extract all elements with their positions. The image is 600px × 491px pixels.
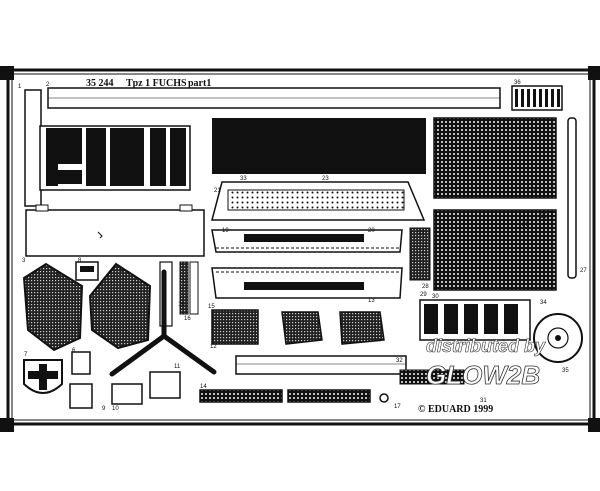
part-number: 20 <box>368 228 375 234</box>
part-number: 17 <box>394 404 401 410</box>
small-strip-parts <box>379 369 465 403</box>
part-number: 11 <box>174 364 181 370</box>
upper-mesh-part <box>433 117 557 291</box>
copyright-text: © EDUARD 1999 <box>418 404 493 415</box>
part-number: 4 <box>56 272 60 278</box>
side-plate-part <box>25 204 205 257</box>
part-number: 15 <box>208 304 215 310</box>
tripod-part <box>109 269 217 377</box>
sheet-code: 35 244 <box>86 78 114 89</box>
part-number: 27 <box>580 268 587 274</box>
hex-mesh-left-part <box>22 262 84 352</box>
part-number: 6 <box>72 348 76 354</box>
small-grille-part <box>409 227 431 281</box>
part-number: 2 <box>46 82 50 88</box>
part-number: 21 <box>214 188 221 194</box>
vertical-rod-part <box>567 117 577 279</box>
part-number: 1 <box>18 84 22 90</box>
part-number: 8 <box>78 258 82 264</box>
part-number: 30 <box>432 294 439 300</box>
tread-strip-left-part <box>199 389 283 403</box>
part-number: 25 <box>540 214 547 220</box>
part-number: 12 <box>210 344 217 350</box>
mudguard-strip-part <box>235 355 407 375</box>
watermark-text: distributed by <box>426 336 546 356</box>
part-number: 10 <box>112 406 119 412</box>
part-number: 22 <box>418 230 425 236</box>
part-number: 35 <box>562 368 569 374</box>
distributor-watermark: distributed by GLOW2B <box>426 336 547 391</box>
part-number: 7 <box>24 352 28 358</box>
part-number: 34 <box>540 300 547 306</box>
mesh-panel-2-part <box>281 311 323 345</box>
part-number: 29 <box>420 292 427 298</box>
watermark-logo: GLOW2B <box>426 360 540 390</box>
brace-upper-part <box>211 229 403 253</box>
engine-grille-part <box>212 118 426 174</box>
part-number: 28 <box>422 284 429 290</box>
disc-part <box>533 313 583 363</box>
trapezoid-panel-part <box>211 181 426 221</box>
comb-part <box>419 299 531 341</box>
part-number: 16 <box>184 316 191 322</box>
top-strip-part <box>24 87 501 207</box>
part-number: 33 <box>240 176 247 182</box>
part-number: 24 <box>530 188 537 194</box>
part-number: 3 <box>22 258 26 264</box>
sheet-title: Tpz 1 FUCHS <box>126 78 187 89</box>
part-number: 36 <box>514 80 521 86</box>
mesh-panel-1-part <box>211 309 259 345</box>
part-number: 26 <box>522 222 529 228</box>
hex-mesh-right-part <box>88 262 152 350</box>
part-number: 32 <box>396 358 403 364</box>
tread-strip-right-part <box>287 389 371 403</box>
part-number: 31 <box>480 398 487 404</box>
sheet-frame <box>0 66 600 432</box>
ladder-part <box>511 85 563 111</box>
part-number: 19 <box>222 228 229 234</box>
part-number: 23 <box>322 176 329 182</box>
part-number: 5 <box>120 268 124 274</box>
small-box-parts <box>69 351 181 409</box>
brace-lower-part <box>211 267 403 299</box>
part-number: 14 <box>200 384 207 390</box>
hatch-frame-part <box>39 125 191 191</box>
part-number-labels: 1 2 3 4 5 6 7 8 9 10 11 12 13 14 15 16 1… <box>18 80 587 412</box>
cross-emblem-part <box>23 359 63 394</box>
part-number: 9 <box>102 406 106 412</box>
bracket-small-part <box>75 261 99 281</box>
part-number: 13 <box>368 298 375 304</box>
sheet-part: part1 <box>188 78 211 89</box>
part-number: 18 <box>178 302 185 308</box>
mesh-panel-3-part <box>339 311 385 345</box>
